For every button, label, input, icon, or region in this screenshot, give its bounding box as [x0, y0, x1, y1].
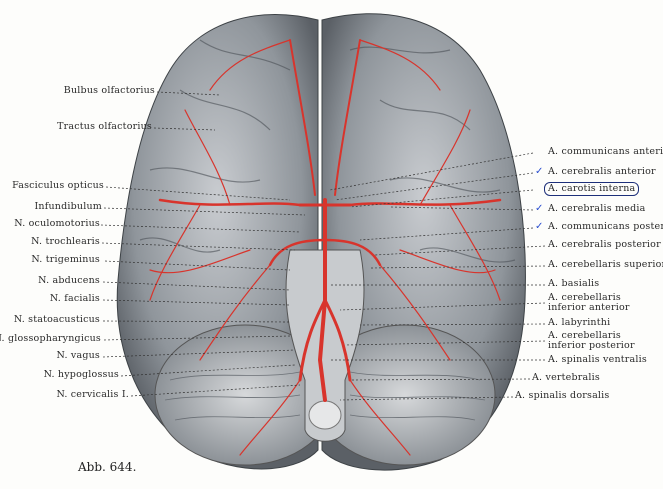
- label-a-cerebellaris-inferior-posterior: A. cerebellaris inferior posterior: [548, 330, 635, 351]
- label-n-oculomotorius: N. oculomotorius: [14, 218, 100, 229]
- leader-lines: [100, 91, 546, 401]
- label-fasciculus-opticus: Fasciculus opticus: [12, 180, 104, 191]
- label-a-vertebralis: A. vertebralis: [532, 372, 600, 383]
- label-n-cervicalis-i: N. cervicalis I.: [56, 389, 129, 400]
- checkmark-icon: ✓: [535, 221, 544, 232]
- label-n-vagus: N. vagus: [56, 350, 100, 361]
- label-tractus-olfactorius: Tractus olfactorius: [57, 121, 152, 132]
- checkmark-icon: ✓: [535, 166, 544, 177]
- figure-caption: Abb. 644.: [78, 460, 137, 474]
- label-a-cerebellaris-inferior-anterior: A. cerebellaris inferior anterior: [548, 292, 630, 313]
- label-a-spinalis-dorsalis: A. spinalis dorsalis: [515, 390, 610, 401]
- label-a-spinalis-ventralis: A. spinalis ventralis: [548, 354, 647, 365]
- label-n-trigeminus: N. trigeminus: [31, 254, 100, 265]
- label-n-glossopharyngicus: N. glossopharyngicus: [0, 333, 101, 344]
- label-a-basialis: A. basialis: [548, 278, 600, 289]
- checkmark-icon: ✓: [535, 203, 544, 214]
- label-n-hypoglossus: N. hypoglossus: [43, 369, 119, 380]
- label-a-communicans-anterior: A. communicans anterior: [548, 146, 663, 157]
- label-n-abducens: N. abducens: [38, 275, 100, 286]
- label-a-carotis-interna-circled: A. carotis interna: [544, 182, 640, 196]
- label-a-communicans-posterior: A. communicans posterior: [548, 221, 663, 232]
- label-a-cerebellaris-superior: A. cerebellaris superior: [548, 259, 663, 270]
- label-infundibulum: Infundibulum: [34, 201, 102, 212]
- label-n-statoacusticus: N. statoacusticus: [13, 314, 100, 325]
- label-a-cerebralis-posterior: A. cerebralis posterior: [548, 239, 661, 250]
- label-n-trochlearis: N. trochlearis: [31, 236, 100, 247]
- label-n-facialis: N. facialis: [49, 293, 100, 304]
- arteries: [149, 39, 502, 456]
- label-a-labyrinthi: A. labyrinthi: [548, 317, 611, 328]
- label-bulbus-olfactorius: Bulbus olfactorius: [63, 85, 155, 96]
- label-a-cerebralis-anterior: A. cerebralis anterior: [548, 166, 656, 177]
- label-a-cerebralis-media: A. cerebralis media: [548, 203, 646, 214]
